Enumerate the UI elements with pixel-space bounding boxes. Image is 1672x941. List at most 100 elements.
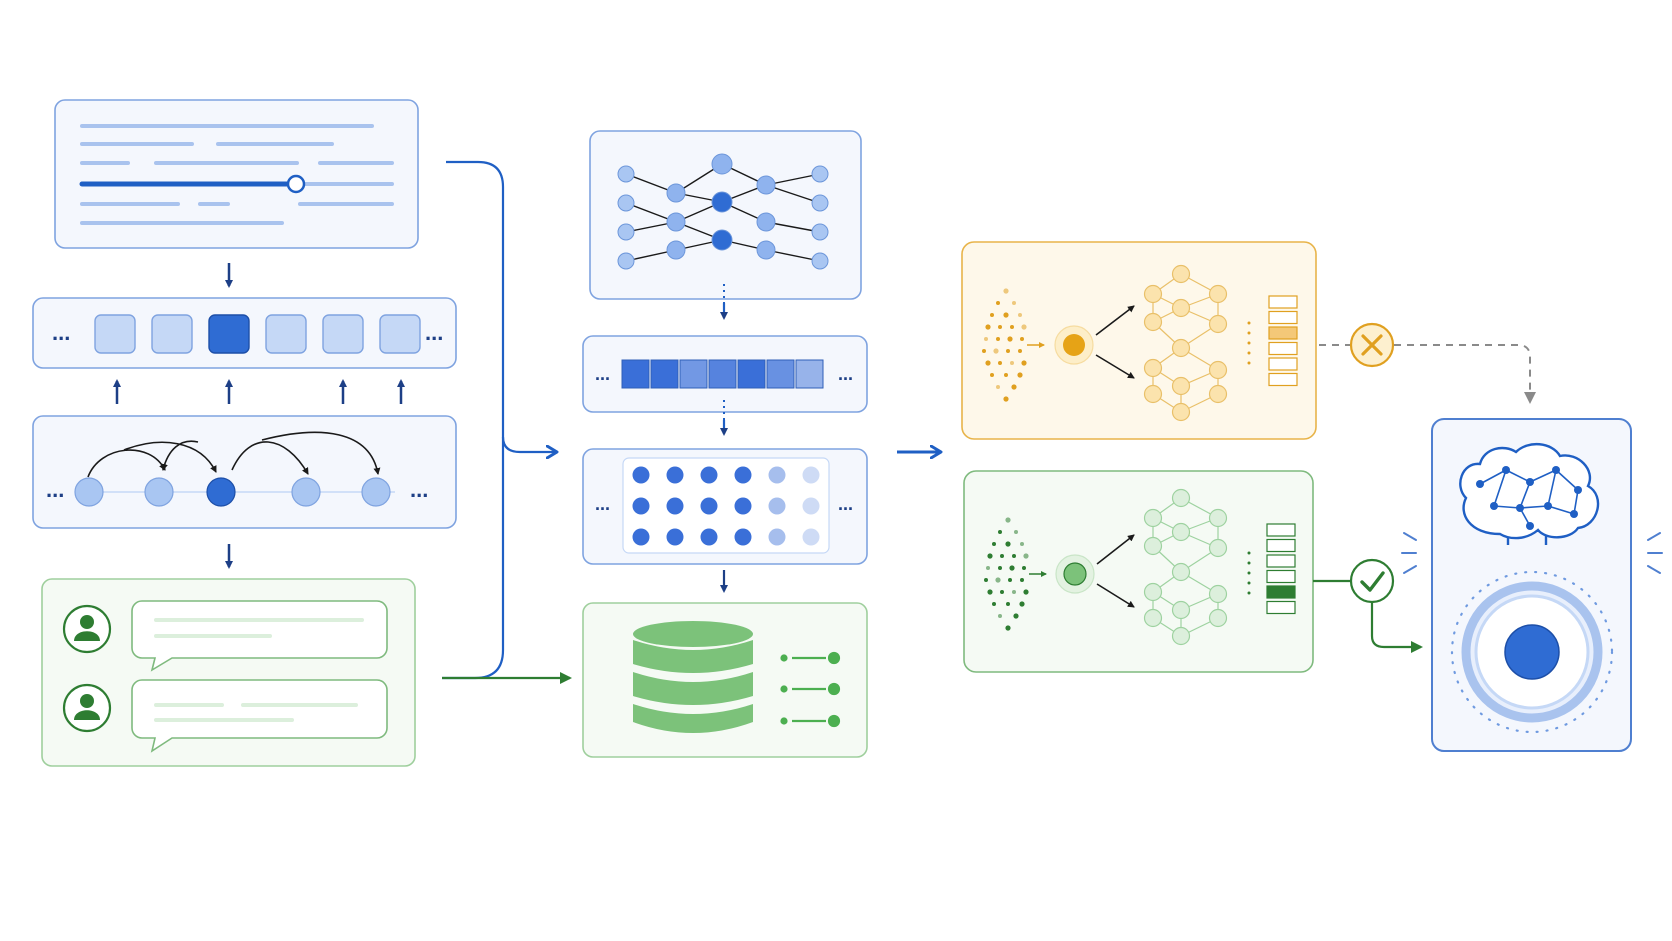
embedding-cell xyxy=(766,359,795,389)
scatter-dot xyxy=(986,566,990,570)
sample-scatter xyxy=(984,517,1029,631)
scatter-dot xyxy=(995,577,1001,583)
activation-dot xyxy=(666,466,684,484)
final-model-panel xyxy=(1431,418,1632,752)
scatter-dot xyxy=(1010,325,1014,329)
activation-dot xyxy=(734,497,752,515)
activation-dot xyxy=(700,466,718,484)
tree-node xyxy=(1171,338,1191,358)
activation-dot xyxy=(734,466,752,484)
tree-node xyxy=(1143,608,1163,628)
score-bar xyxy=(1268,326,1298,340)
attention-nodes xyxy=(74,477,391,507)
score-bar xyxy=(1266,569,1296,584)
glow-marks xyxy=(1401,532,1663,574)
scatter-dot xyxy=(998,530,1002,534)
embedding-cells xyxy=(621,359,824,389)
scatter-dot xyxy=(1006,349,1010,353)
activation-dot xyxy=(734,528,752,546)
tree-node xyxy=(1208,508,1228,528)
document-text-lines xyxy=(80,124,394,225)
accepted-branch-panel xyxy=(963,470,1314,673)
tree-node xyxy=(1208,538,1228,558)
tree-node xyxy=(1143,582,1163,602)
scatter-dot xyxy=(992,542,996,546)
tree-node xyxy=(1208,608,1228,628)
score-bar xyxy=(1268,372,1298,387)
scatter-dot xyxy=(998,614,1002,618)
database-list-items xyxy=(780,651,841,728)
scatter-dot xyxy=(1003,396,1009,402)
embedding-cell xyxy=(737,359,766,389)
embedding-cell xyxy=(650,359,679,389)
scatter-dot xyxy=(1011,384,1017,390)
scatter-dot xyxy=(984,578,988,582)
score-bar xyxy=(1266,538,1296,553)
database-icon xyxy=(633,621,753,733)
scatter-dot xyxy=(1020,542,1024,546)
tree-node xyxy=(1171,600,1191,620)
score-bar xyxy=(1268,357,1298,371)
embedding-cell xyxy=(679,359,708,389)
scatter-dot xyxy=(998,325,1002,329)
scatter-dot xyxy=(990,373,994,377)
tree-node xyxy=(1143,384,1163,404)
score-bar xyxy=(1266,600,1296,615)
scatter-dot xyxy=(1000,590,1004,594)
score-bar xyxy=(1268,310,1298,325)
activation-dot xyxy=(666,528,684,546)
ellipsis-right: ... xyxy=(410,477,428,502)
sample-scatter xyxy=(982,288,1027,402)
token-box xyxy=(322,314,364,354)
tree-node xyxy=(1143,312,1163,332)
document-panel xyxy=(54,99,419,249)
score-bar xyxy=(1266,523,1296,537)
scatter-dot xyxy=(987,589,993,595)
activation-dot xyxy=(632,497,650,515)
check-circle-icon xyxy=(1349,558,1395,604)
embedding-panel: ... ... xyxy=(582,335,868,413)
scatter-dot xyxy=(996,337,1000,341)
score-bar xyxy=(1266,554,1296,568)
score-bar xyxy=(1268,295,1298,309)
activation-dot xyxy=(700,528,718,546)
activation-dot xyxy=(768,466,786,484)
scatter-dot xyxy=(996,301,1000,305)
scatter-dot xyxy=(1007,336,1013,342)
database-panel xyxy=(582,602,868,758)
scatter-dot xyxy=(1012,554,1016,558)
token-box xyxy=(379,314,421,354)
scatter-dot xyxy=(1009,565,1015,571)
ellipsis-left: ... xyxy=(46,477,64,502)
activation-grid-panel: ... ... xyxy=(582,448,868,565)
scatter-dot xyxy=(1005,625,1011,631)
ellipsis-left: ... xyxy=(595,364,610,384)
scatter-dot xyxy=(1021,360,1027,366)
tree-node xyxy=(1143,284,1163,304)
tree-node xyxy=(1143,536,1163,556)
scatter-dot xyxy=(1004,373,1008,377)
brain-icon xyxy=(1459,443,1600,545)
reasoning-tree xyxy=(1143,488,1228,646)
user-icon xyxy=(62,604,112,654)
scatter-dot xyxy=(1005,517,1011,523)
scatter-dot xyxy=(1012,590,1016,594)
scatter-dot xyxy=(1020,578,1024,582)
embedding-cell xyxy=(621,359,650,389)
scatter-dot xyxy=(1018,313,1022,317)
target-icon xyxy=(1450,570,1614,734)
left-to-middle-connector xyxy=(442,160,556,680)
chat-bubble-icon xyxy=(131,679,388,753)
activation-dot xyxy=(632,466,650,484)
scatter-dot xyxy=(982,349,986,353)
scatter-dot xyxy=(1019,601,1025,607)
scatter-dot xyxy=(1022,566,1026,570)
activation-dots xyxy=(632,466,820,546)
tree-node xyxy=(1208,384,1228,404)
scatter-dot xyxy=(1012,301,1016,305)
scatter-dot xyxy=(1006,602,1010,606)
token-boxes xyxy=(94,314,421,354)
tree-node xyxy=(1171,562,1191,582)
scatter-dot xyxy=(1013,613,1019,619)
